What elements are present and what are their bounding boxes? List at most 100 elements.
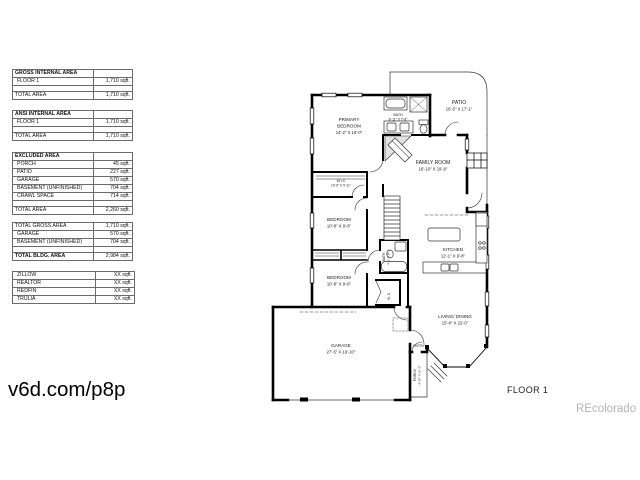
room-label-wic: W.I.C 10'-6" X 5'-11" xyxy=(331,179,351,188)
room-label-entry: ENTRY xyxy=(413,344,425,348)
table-row-label: REALTOR xyxy=(12,279,96,288)
room-label-patio: PATIO 16'-5" X 17'-1" xyxy=(446,100,473,112)
svg-text:10'-8" X 9'-8": 10'-8" X 9'-8" xyxy=(327,224,352,229)
bay-window xyxy=(425,344,488,368)
table-row-value: 1,710 sqft. xyxy=(93,77,133,86)
table-row-label: TOTAL AREA xyxy=(12,206,94,215)
fireplace xyxy=(384,135,413,163)
table-row-label: TOTAL BLDG. AREA xyxy=(12,252,94,261)
door-arcs xyxy=(351,121,483,353)
svg-text:8'-11" X 7'-8": 8'-11" X 7'-8" xyxy=(389,118,409,122)
table-row-value: 704 sqft. xyxy=(93,184,133,193)
table-title: ANSI INTERNAL AREA xyxy=(12,110,94,119)
table-row-label: PATIO xyxy=(12,168,94,177)
svg-text:BEDROOM: BEDROOM xyxy=(327,217,351,222)
room-label-porch: PORCH 4'-10" X 10'-2" xyxy=(413,365,421,385)
svg-text:W. D.: W. D. xyxy=(387,292,391,300)
table-row-label: GARAGE xyxy=(12,176,94,185)
svg-text:W.I.C: W.I.C xyxy=(337,179,346,183)
table-row-value: 2,984 sqft. xyxy=(93,252,133,261)
svg-text:4'-10" X 10'-2": 4'-10" X 10'-2" xyxy=(417,365,421,385)
table-row-value: 2,260 sqft. xyxy=(93,206,133,215)
room-label-bedroom-2: BEDROOM 10'-8" X 9'-6" xyxy=(327,275,352,287)
floor-label: FLOOR 1 xyxy=(507,385,549,395)
svg-text:PRIMARY: PRIMARY xyxy=(339,117,360,122)
svg-text:4'-1" X 8'-1": 4'-1" X 8'-1" xyxy=(386,249,390,265)
svg-text:BEDROOM: BEDROOM xyxy=(337,124,361,129)
svg-text:PATIO: PATIO xyxy=(452,100,466,106)
table-row-label: CRAWL SPACE xyxy=(12,192,94,201)
patio-outline xyxy=(389,71,488,208)
svg-text:FAMILY ROOM: FAMILY ROOM xyxy=(416,160,450,166)
svg-text:27'-5" X 19'-10": 27'-5" X 19'-10" xyxy=(327,350,356,355)
table-row-label: TRULIA xyxy=(12,295,96,304)
table-row-value: 1,710 sqft. xyxy=(93,132,133,141)
svg-text:12'-1" X 9'-8": 12'-1" X 9'-8" xyxy=(441,254,466,259)
room-label-kitchen: KITCHEN 12'-1" X 9'-8" xyxy=(441,247,466,259)
svg-text:14'-2" X 15'-0": 14'-2" X 15'-0" xyxy=(336,130,363,135)
watermark-url: v6d.com/p8p xyxy=(8,378,126,401)
table-row-value: 570 sqft. xyxy=(93,176,133,185)
room-label-hall-bath: BATH 4'-1" X 8'-1" xyxy=(382,249,390,265)
room-label-primary-bedroom: PRIMARY BEDROOM 14'-2" X 15'-0" xyxy=(336,117,363,135)
svg-text:GARAGE: GARAGE xyxy=(331,343,351,348)
table-row-label: FLOOR 1 xyxy=(12,118,94,127)
room-label-laundry: W. D. xyxy=(387,292,391,300)
table-row-value: 704 sqft. xyxy=(93,238,133,247)
svg-text:10'-8" X 9'-6": 10'-8" X 9'-6" xyxy=(327,282,352,287)
room-label-living-dining: LIVING/ DINING 15'-8" X 22'-0" xyxy=(438,314,472,326)
table-row-value: 45 sqft. xyxy=(93,160,133,169)
table-row-value: XX sqft. xyxy=(95,271,135,280)
room-labels: PRIMARY BEDROOM 14'-2" X 15'-0" BATH 8'-… xyxy=(327,100,473,385)
table-row-value: 227 sqft. xyxy=(93,168,133,177)
table-row-label: REDFIN xyxy=(12,287,96,296)
hall-bath-fixtures xyxy=(381,241,407,272)
stairs xyxy=(383,195,401,241)
room-label-primary-bath: BATH 8'-11" X 7'-8" xyxy=(389,113,409,122)
table-row-value: XX sqft. xyxy=(95,287,135,296)
svg-text:10'-6" X 5'-11": 10'-6" X 5'-11" xyxy=(331,184,351,188)
table-row-value: 1,710 sqft. xyxy=(93,222,133,231)
table-row-label: GARAGE xyxy=(12,230,94,239)
table-row-label: TOTAL AREA xyxy=(12,132,94,141)
table-row-label: BASEMENT (UNFINISHED) xyxy=(12,238,94,247)
table-row-label: TOTAL AREA xyxy=(12,91,94,100)
table-title: EXCLUDED AREA xyxy=(12,152,94,161)
garage-extras xyxy=(287,311,409,402)
kitchen-fixtures xyxy=(422,211,488,274)
room-label-garage: GARAGE 27'-5" X 19'-10" xyxy=(327,343,356,355)
family-window-box xyxy=(466,152,488,169)
table-row-label: PORCH xyxy=(12,160,94,169)
laundry-door xyxy=(375,280,382,304)
table-row-label: TOTAL GROSS AREA xyxy=(12,222,94,231)
table-row-label: ZILLOW xyxy=(12,271,96,280)
svg-text:BATH: BATH xyxy=(393,113,403,117)
table-row-value: XX sqft. xyxy=(95,295,135,304)
table-row-value: 714 sqft. xyxy=(93,192,133,201)
svg-text:LIVING/ DINING: LIVING/ DINING xyxy=(438,314,472,319)
svg-text:BEDROOM: BEDROOM xyxy=(327,275,351,280)
room-label-bedroom-1: BEDROOM 10'-8" X 9'-8" xyxy=(327,217,352,229)
svg-text:ENTRY: ENTRY xyxy=(413,344,425,348)
table-row-value: XX sqft. xyxy=(95,279,135,288)
table-row-label: FLOOR 1 xyxy=(12,77,94,86)
svg-text:PORCH: PORCH xyxy=(413,368,417,381)
svg-text:16'-10" X 19'-8": 16'-10" X 19'-8" xyxy=(419,167,448,172)
svg-text:16'-5" X 17'-1": 16'-5" X 17'-1" xyxy=(446,107,473,112)
svg-text:15'-8" X 22'-0": 15'-8" X 22'-0" xyxy=(442,321,469,326)
agency-watermark: REcolorado xyxy=(576,403,637,415)
table-row-value: 1,710 sqft. xyxy=(93,118,133,127)
porch-outline xyxy=(409,352,448,398)
room-label-family-room: FAMILY ROOM 16'-10" X 19'-8" xyxy=(416,160,450,172)
closet-lines xyxy=(314,175,367,257)
bedroom-closet-walls xyxy=(311,249,368,261)
svg-text:KITCHEN: KITCHEN xyxy=(443,247,463,252)
table-row-label: BASEMENT (UNFINISHED) xyxy=(12,184,94,193)
table-row-value: 570 sqft. xyxy=(93,230,133,239)
table-title: GROSS INTERNAL AREA xyxy=(12,69,94,78)
